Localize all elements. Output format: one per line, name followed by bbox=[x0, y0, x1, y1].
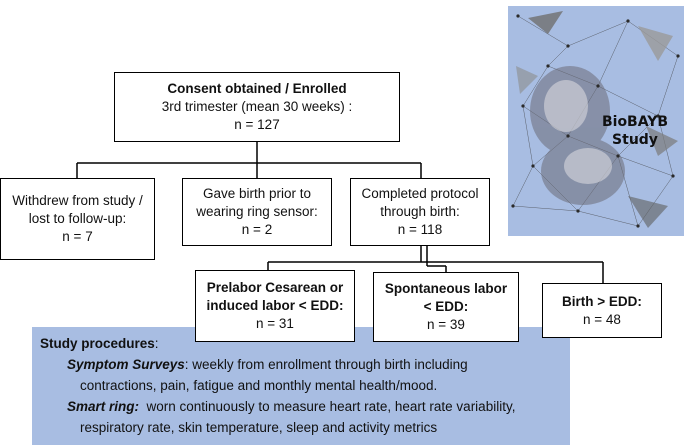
enrolled-box: Consent obtained / Enrolled 3rd trimeste… bbox=[114, 72, 400, 142]
study-procedures-panel: Study procedures: Symptom Surveys: weekl… bbox=[32, 327, 570, 445]
procedures-heading-row: Study procedures: bbox=[40, 334, 570, 355]
birth-after-line1: Birth > EDD: bbox=[562, 293, 642, 309]
study-art-title-line2: Study bbox=[612, 132, 658, 149]
withdrew-line2: lost to follow-up: bbox=[28, 211, 127, 227]
enrolled-trimester: 3rd trimester (mean 30 weeks) : bbox=[161, 99, 353, 115]
enrolled-count: n = 127 bbox=[234, 116, 280, 132]
withdrew-count: n = 7 bbox=[62, 228, 93, 244]
completed-count: n = 118 bbox=[397, 221, 443, 237]
completed-box: Completed protocol through birth: n = 11… bbox=[350, 178, 490, 246]
study-art-title: BioBAYB Study bbox=[590, 113, 680, 149]
gave-birth-line1: Gave birth prior to bbox=[202, 186, 312, 202]
study-art-title-line1: BioBAYB bbox=[601, 114, 669, 130]
prelabor-box: Prelabor Cesarean or induced labor < EDD… bbox=[195, 270, 355, 342]
gave-birth-box: Gave birth prior to wearing ring sensor:… bbox=[182, 178, 332, 246]
prelabor-line1: Prelabor Cesarean or bbox=[206, 280, 344, 296]
spontaneous-count: n = 39 bbox=[427, 316, 465, 332]
withdrew-line1: Withdrew from study / bbox=[12, 193, 143, 209]
survey-label: Symptom Surveys bbox=[67, 356, 185, 372]
procedures-heading-colon: : bbox=[154, 336, 159, 351]
gave-birth-line2: wearing ring sensor: bbox=[196, 204, 318, 220]
ring-row: Smart ring: worn continuously to measure… bbox=[40, 397, 570, 418]
survey-row-continued: contractions, pain, fatigue and monthly … bbox=[40, 376, 570, 397]
ring-text-1: worn continuously to measure heart rate,… bbox=[139, 398, 516, 414]
study-artwork bbox=[508, 6, 684, 236]
birth-after-edd-box: Birth > EDD: n = 48 bbox=[542, 283, 662, 338]
enrolled-title: Consent obtained / Enrolled bbox=[167, 81, 347, 97]
ring-row-continued: respiratory rate, skin temperature, slee… bbox=[40, 418, 570, 439]
survey-text-1: : weekly from enrollment through birth i… bbox=[184, 356, 468, 372]
birth-after-count: n = 48 bbox=[583, 311, 621, 327]
prelabor-count: n = 31 bbox=[256, 315, 294, 331]
prelabor-line2: induced labor < EDD: bbox=[206, 298, 344, 314]
gave-birth-count: n = 2 bbox=[241, 221, 273, 237]
survey-text-2: contractions, pain, fatigue and monthly … bbox=[80, 377, 438, 393]
survey-row: Symptom Surveys: weekly from enrollment … bbox=[40, 355, 570, 376]
procedures-heading: Study procedures bbox=[40, 336, 155, 351]
ring-text-2: respiratory rate, skin temperature, slee… bbox=[80, 419, 438, 435]
withdrew-box: Withdrew from study / lost to follow-up:… bbox=[0, 178, 155, 260]
completed-line1: Completed protocol bbox=[361, 186, 479, 202]
spontaneous-line2: < EDD: bbox=[423, 299, 469, 315]
ring-label: Smart ring: bbox=[67, 398, 140, 414]
spontaneous-line1: Spontaneous labor bbox=[384, 281, 508, 297]
spontaneous-box: Spontaneous labor < EDD: n = 39 bbox=[373, 272, 519, 342]
completed-line2: through birth: bbox=[380, 204, 460, 220]
